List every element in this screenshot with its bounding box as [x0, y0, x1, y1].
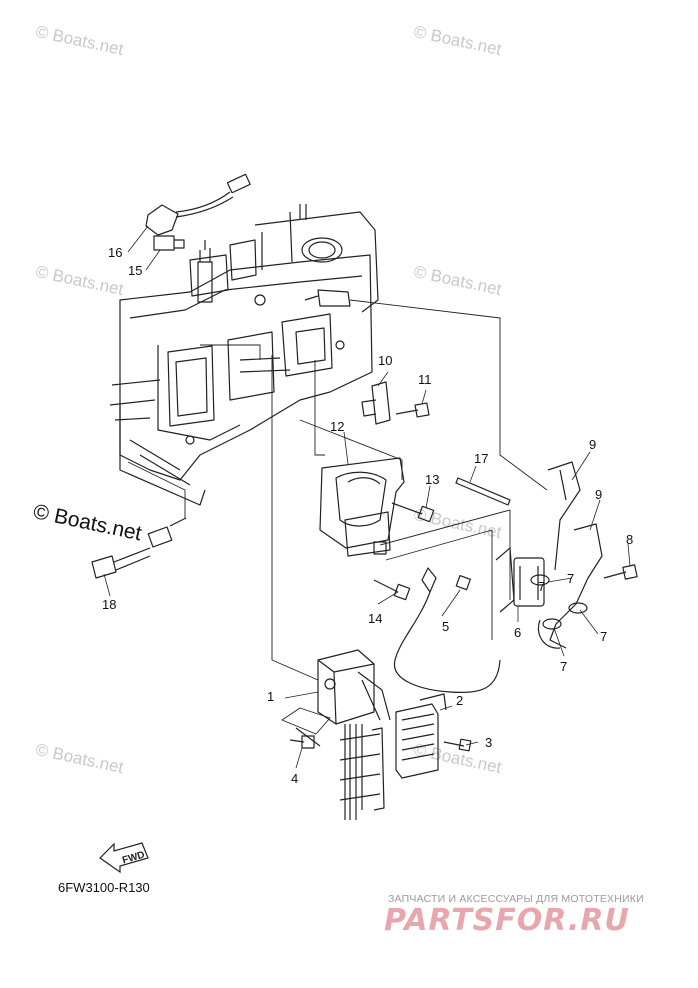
bracket-drawing: [361, 381, 430, 425]
callout-4: 4: [291, 771, 299, 786]
callout-7: 7: [567, 571, 575, 586]
cdi-unit-drawing: [289, 649, 472, 820]
callout-16: 16: [108, 245, 123, 260]
forward-arrow-icon: FWD: [99, 842, 149, 874]
callout-3: 3: [485, 735, 493, 750]
callout-9: 9: [595, 487, 603, 502]
callout-2: 2: [456, 693, 464, 708]
callout-7: 7: [600, 629, 608, 644]
callout-17: 17: [474, 451, 489, 466]
sensor-drawing: [91, 517, 187, 579]
callout-5: 5: [442, 619, 450, 634]
footer-logo: PARTSFOR.RU: [384, 903, 630, 938]
callout-7: 7: [560, 659, 568, 674]
callout-6: 6: [514, 625, 522, 640]
footer-tagline: ЗАПЧАСТИ И АКСЕССУАРЫ ДЛЯ МОТОТЕХНИКИ: [388, 893, 644, 905]
engine-block-drawing: [109, 204, 379, 506]
diagram-code: 6FW3100-R130: [58, 880, 150, 895]
ignition-coil-drawing: [495, 461, 638, 649]
charge-coil-drawing: [319, 457, 501, 694]
callout-8: 8: [626, 532, 634, 547]
callout-15: 15: [128, 263, 143, 278]
callout-7: 7: [538, 579, 546, 594]
callout-10: 10: [378, 353, 393, 368]
callout-14: 14: [368, 611, 383, 626]
callout-13: 13: [425, 472, 440, 487]
callout-9: 9: [589, 437, 597, 452]
callout-1: 1: [267, 689, 275, 704]
callout-18: 18: [102, 597, 117, 612]
callout-12: 12: [330, 419, 345, 434]
callout-11: 11: [418, 372, 432, 387]
cable-tie-drawing: [455, 477, 511, 506]
plug-cap-drawing: [145, 173, 251, 251]
